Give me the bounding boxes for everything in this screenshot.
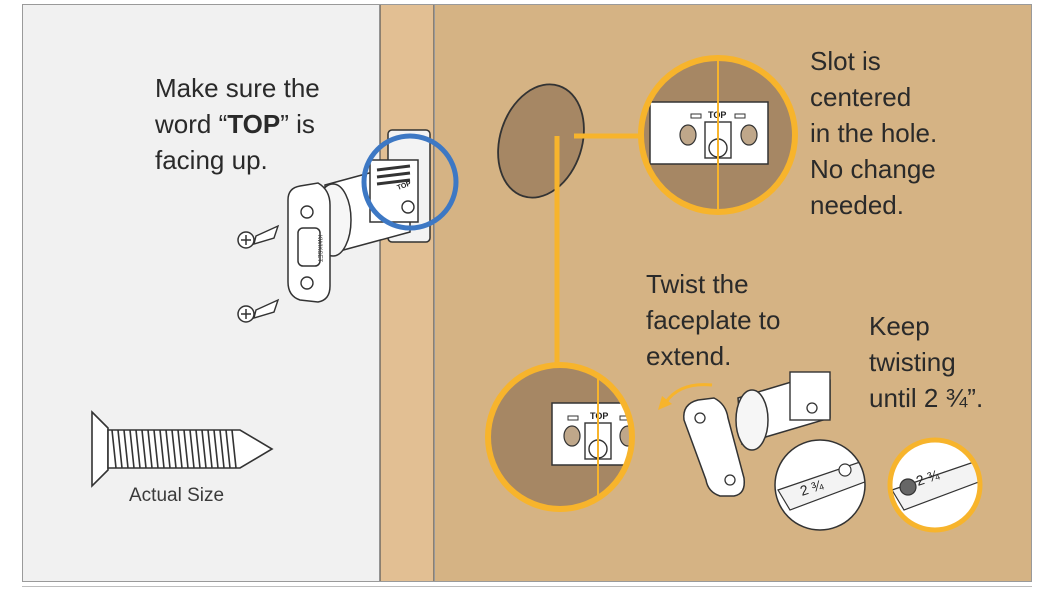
instruction-top-word: TOP xyxy=(227,109,281,139)
screw-thread xyxy=(129,429,135,469)
mounting-screw-lower xyxy=(237,298,280,323)
twist-faceplate-note: Twist the faceplate to extend. xyxy=(646,269,781,371)
screw-thread xyxy=(111,429,117,469)
diagram-frame xyxy=(22,4,1032,582)
top-highlight-circle xyxy=(361,133,459,231)
twist-arrow xyxy=(664,383,713,403)
screw-thread xyxy=(201,429,207,469)
latch-top-mark: TOP xyxy=(396,180,412,192)
bottom-divider xyxy=(22,586,1032,587)
screw-thread xyxy=(177,429,183,469)
keep-twisting-note: Keep twisting until 2 ¾”. xyxy=(869,311,984,413)
slot-centered-note: Slot is centered in the hole. No change … xyxy=(810,46,938,220)
mounting-screw-upper xyxy=(237,224,280,249)
screw-thread xyxy=(159,429,165,469)
screw-thread xyxy=(135,429,141,469)
screw-thread xyxy=(207,429,213,469)
screw-caption: Actual Size xyxy=(129,485,224,506)
backset-zoom-target: 2 ¾ xyxy=(887,437,983,533)
backset-zoom-start: 2 ¾ xyxy=(774,439,866,531)
actual-size-screw xyxy=(91,410,274,488)
screw-thread xyxy=(117,429,123,469)
screw-thread xyxy=(165,429,171,469)
door-edge xyxy=(380,5,434,581)
screw-thread xyxy=(141,429,147,469)
door-edge-latch: TOP KWIKSET xyxy=(287,129,459,303)
screw-thread xyxy=(147,429,153,469)
callout-bottom-label: TOP xyxy=(590,411,608,421)
screw-thread xyxy=(195,429,201,469)
svg-text:KWIKSET: KWIKSET xyxy=(316,235,322,262)
screw-thread xyxy=(225,429,231,469)
callout-slot-centered: TOP xyxy=(638,55,798,215)
screw-thread xyxy=(183,429,189,469)
screw-thread xyxy=(213,429,219,469)
screw-thread xyxy=(123,429,129,469)
callout-slot-check: TOP xyxy=(485,362,635,512)
screw-thread xyxy=(231,429,237,469)
backset-label-start: 2 ¾ xyxy=(798,476,825,499)
backset-label-target: 2 ¾ xyxy=(914,466,941,489)
screw-thread xyxy=(153,429,159,469)
screw-thread xyxy=(171,429,177,469)
extended-latch xyxy=(683,371,831,497)
screw-thread xyxy=(219,429,225,469)
door-face-hole xyxy=(497,83,585,199)
instruction-top-facing-up: Make sure the word “TOP” is facing up. xyxy=(155,73,320,175)
screw-thread xyxy=(189,429,195,469)
